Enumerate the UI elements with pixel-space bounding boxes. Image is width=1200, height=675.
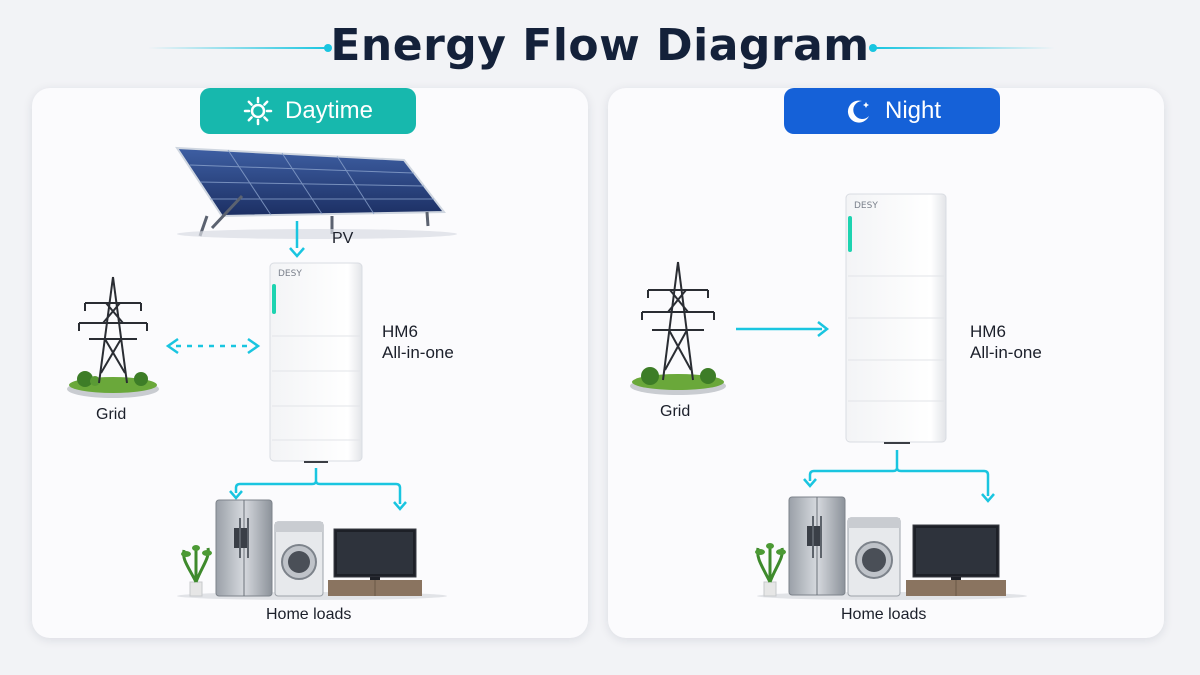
hm6-unit-icon: DESY — [845, 193, 947, 444]
daytime-mode-label: Daytime — [284, 97, 374, 124]
grid-label: Grid — [660, 403, 691, 420]
title-decor-dot-left — [324, 44, 332, 52]
loads-flow-arrows — [229, 468, 407, 511]
title-decor-line-right — [875, 47, 1055, 49]
grid-bidirectional-arrow — [165, 337, 261, 355]
title-decor-dot-right — [869, 44, 877, 52]
sun-icon — [243, 96, 273, 126]
hm6-name-label: HM6 — [382, 322, 418, 341]
hm6-unit-icon: DESY — [269, 262, 363, 463]
title-decor-line-left — [148, 47, 328, 49]
hm6-name-label: HM6 — [970, 322, 1006, 341]
loads-flow-arrows — [803, 450, 995, 503]
night-panel: DESY — [608, 88, 1164, 638]
hm6-subtitle-label: All-in-one — [970, 343, 1042, 362]
moon-icon — [847, 100, 869, 123]
solar-panel-icon — [175, 146, 457, 239]
home-appliances-icon — [177, 499, 447, 600]
home-loads-label: Home loads — [266, 606, 352, 623]
grid-tower-icon — [67, 276, 159, 398]
hm6-brand-label: DESY — [278, 269, 302, 279]
pv-label: PV — [332, 230, 354, 247]
night-scene: DESY — [630, 193, 1027, 600]
home-appliances-icon — [755, 496, 1027, 600]
night-mode-badge: Night — [784, 88, 1000, 134]
daytime-mode-badge: Daytime — [200, 88, 416, 134]
night-mode-label: Night — [884, 97, 942, 124]
hm6-brand-label: DESY — [854, 201, 878, 211]
grid-to-unit-arrow — [736, 321, 830, 337]
page-title: Energy Flow Diagram — [330, 20, 870, 71]
home-loads-label: Home loads — [841, 606, 927, 623]
daytime-scene: DESY — [67, 146, 457, 600]
grid-tower-icon — [630, 261, 726, 395]
hm6-subtitle-label: All-in-one — [382, 343, 454, 362]
daytime-panel: DESY — [32, 88, 588, 638]
grid-label: Grid — [96, 406, 127, 423]
